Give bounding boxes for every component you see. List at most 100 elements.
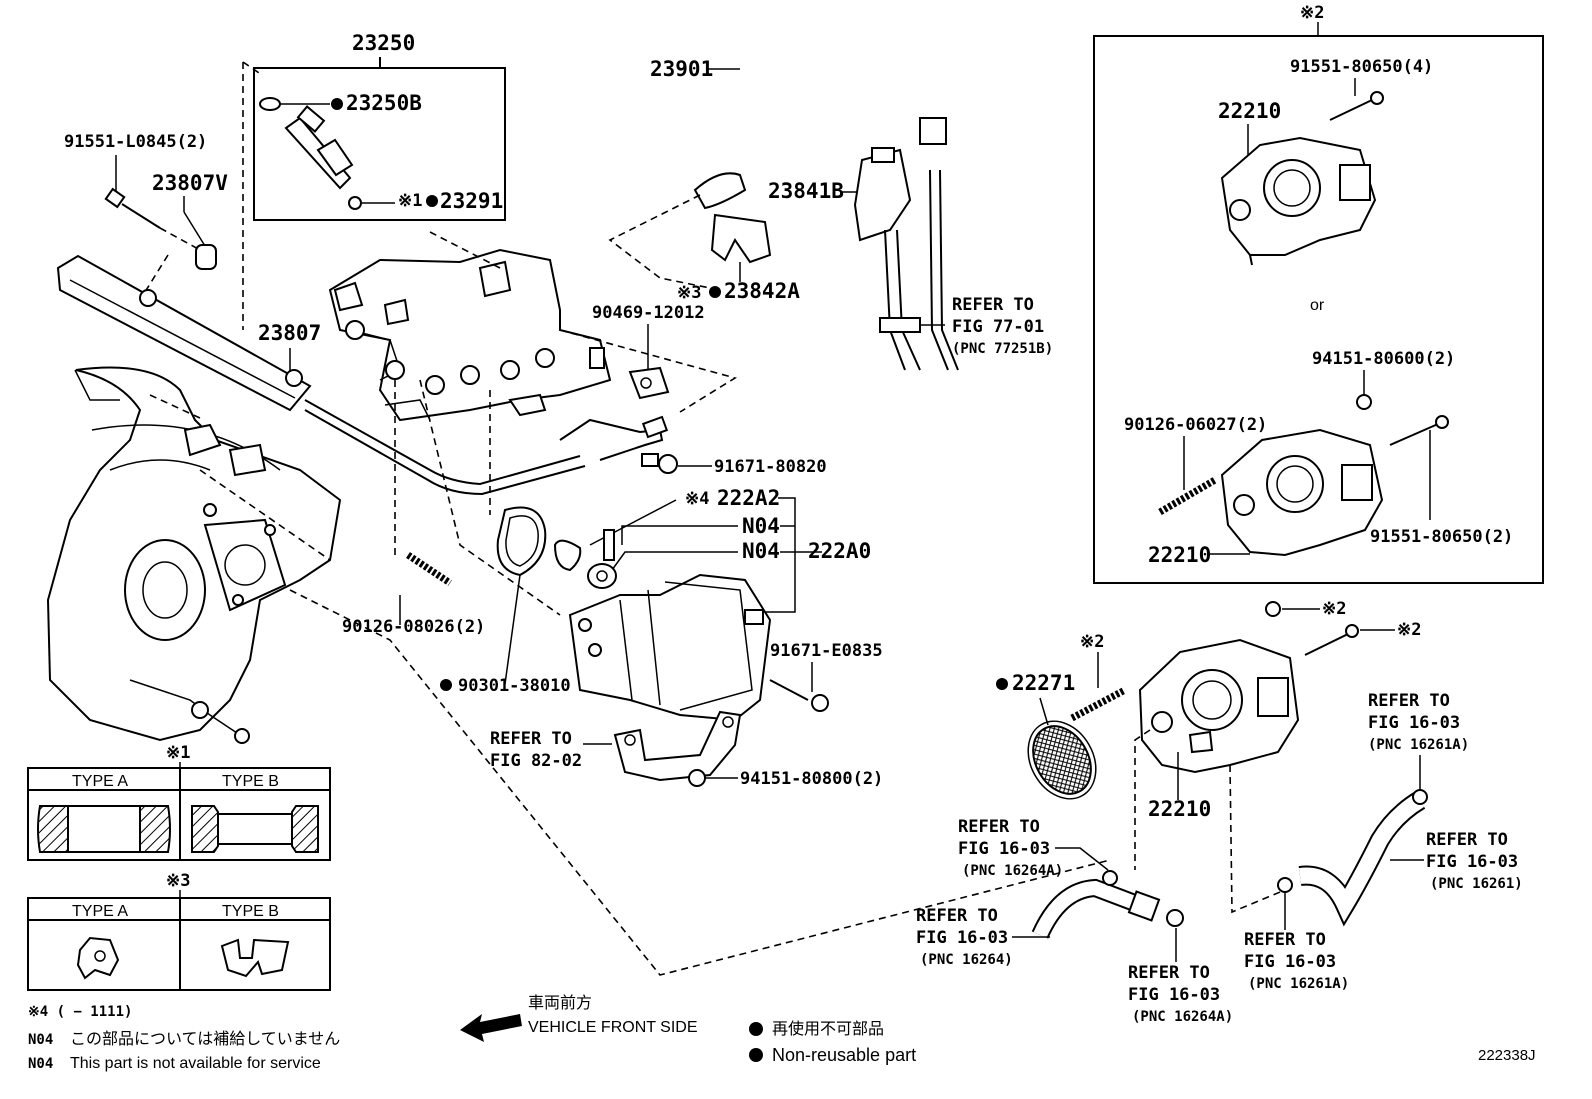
marker-1-table: ※1 xyxy=(166,743,190,763)
hose-16261 xyxy=(1277,789,1428,927)
stud-90126-06027 xyxy=(1158,476,1217,516)
seal-222A2 xyxy=(553,539,582,572)
label-90126-06027: 90126-06027(2) xyxy=(1124,415,1267,435)
bolt-91551-80650-4 xyxy=(1329,91,1384,121)
label-22271: 22271 xyxy=(1012,671,1075,695)
gasket-22271 xyxy=(1027,720,1097,800)
marker-4-222A2: ※4 xyxy=(685,489,709,509)
throttle-body-222A0 xyxy=(568,573,772,722)
o-ring xyxy=(259,97,281,111)
ref16261A-pnc: (PNC 16261A) xyxy=(1368,737,1469,753)
bracket-fig82 xyxy=(613,710,742,782)
label-22210-box-top: 22210 xyxy=(1218,99,1281,123)
label-22210-box-bot: 22210 xyxy=(1148,543,1211,567)
ref77-title: REFER TO xyxy=(952,295,1034,315)
ref16264-fig: FIG 16-03 xyxy=(916,928,1008,948)
ref77-fig: FIG 77-01 xyxy=(952,317,1044,337)
injector xyxy=(284,105,362,210)
legend-n04-jp-code: N04 xyxy=(28,1032,53,1048)
nut-94151-80600 xyxy=(1356,394,1372,410)
throttle-body-22210-bottom xyxy=(1220,428,1384,557)
marker-2-bolt: ※2 xyxy=(1397,620,1421,640)
ref16264A-pnc: (PNC 16264A) xyxy=(962,863,1063,879)
throttle-body-22210-top xyxy=(1220,136,1377,266)
table-marker3: TYPE A TYPE B xyxy=(27,897,331,991)
ref16261A-title: REFER TO xyxy=(1368,691,1450,711)
hose-23901 xyxy=(693,12,947,210)
pin-N04 xyxy=(603,529,615,561)
throttle-body-22210-main xyxy=(1138,638,1300,774)
label-23291: 23291 xyxy=(440,189,503,213)
label-23842A: 23842A xyxy=(724,279,800,303)
ref16264-pnc: (PNC 16264) xyxy=(920,952,1013,968)
injector-group: 23250 23250B ※1 23291 xyxy=(253,31,506,221)
bolt-91551-80650-2 xyxy=(1389,415,1449,446)
vsv-23841B xyxy=(853,147,959,371)
label-91671-80820: 91671-80820 xyxy=(714,457,827,477)
ref16264A-title: REFER TO xyxy=(958,817,1040,837)
ref82-fig: FIG 82-02 xyxy=(490,751,582,771)
ref16261-pnc: (PNC 16261) xyxy=(1430,876,1523,892)
table-marker1: TYPE A TYPE B xyxy=(27,767,331,861)
label-222A2: 222A2 xyxy=(717,486,780,510)
ref16261A2-title: REFER TO xyxy=(1244,930,1326,950)
sensor-N04 xyxy=(587,563,617,589)
legend-marker4-range: ※4 ( − 1111) xyxy=(28,1004,132,1020)
stud-marker2 xyxy=(1070,686,1127,722)
nonreuse-jp: 再使用不可部品 xyxy=(772,1019,884,1038)
label-94151-80800: 94151-80800(2) xyxy=(740,769,883,789)
ref16261A-fig: FIG 16-03 xyxy=(1368,713,1460,733)
ref16261-title: REFER TO xyxy=(1426,830,1508,850)
label-22210-main: 22210 xyxy=(1148,797,1211,821)
gasket-90301 xyxy=(496,506,547,577)
t1-type-b: TYPE B xyxy=(222,773,279,790)
nonreuse-dot-icon-2 xyxy=(749,1048,763,1062)
nonreuse-en: Non-reusable part xyxy=(772,1045,916,1065)
or-text: or xyxy=(1310,297,1325,314)
t3-type-a: TYPE A xyxy=(72,903,128,920)
label-23250: 23250 xyxy=(352,31,415,55)
ref16264A2-pnc: (PNC 16264A) xyxy=(1132,1009,1233,1025)
label-222A0: 222A0 xyxy=(808,539,871,563)
ref16264A2-fig: FIG 16-03 xyxy=(1128,985,1220,1005)
legend-n04-en: This part is not available for service xyxy=(70,1055,321,1072)
marker-2-box: ※2 xyxy=(1300,3,1324,23)
bolt-91671-E0835 xyxy=(769,679,829,712)
bolt-91671-80820 xyxy=(641,453,678,474)
front-arrow-icon xyxy=(460,1014,522,1042)
diagram-id: 222338J xyxy=(1478,1047,1536,1064)
clamp-90469 xyxy=(628,366,670,400)
bolt-marker2 xyxy=(1304,624,1359,656)
clip-23842A xyxy=(710,213,772,264)
bolt-91551-L0845 xyxy=(104,187,161,229)
ref77-pnc: (PNC 77251B) xyxy=(952,341,1053,357)
label-23807: 23807 xyxy=(258,321,321,345)
label-23901: 23901 xyxy=(650,57,713,81)
label-91551-80650-4: 91551-80650(4) xyxy=(1290,57,1433,77)
intake-manifold xyxy=(46,366,342,744)
nut-94151-80800 xyxy=(688,769,706,787)
label-90126-08026: 90126-08026(2) xyxy=(342,617,485,637)
ref16261-fig: FIG 16-03 xyxy=(1426,852,1518,872)
label-91551-L0845: 91551-L0845(2) xyxy=(64,132,207,152)
label-91551-80650-2: 91551-80650(2) xyxy=(1370,527,1513,547)
alt-throttle-box xyxy=(1093,35,1544,584)
ref16264-title: REFER TO xyxy=(916,906,998,926)
marker-3-23842A: ※3 xyxy=(677,283,701,303)
legend-n04-en-code: N04 xyxy=(28,1056,53,1072)
marker-2-nut: ※2 xyxy=(1322,599,1346,619)
hose-16264 xyxy=(1031,870,1184,939)
front-en: VEHICLE FRONT SIDE xyxy=(528,1019,698,1036)
marker-1-23291: ※1 xyxy=(398,191,422,211)
label-23807V: 23807V xyxy=(152,171,228,195)
nonreuse-dot-icon xyxy=(749,1022,763,1036)
front-jp: 車両前方 xyxy=(528,993,592,1012)
stud-90126-08026 xyxy=(406,552,452,586)
marker-3-table: ※3 xyxy=(166,871,190,891)
nonreusable-dot xyxy=(331,98,343,110)
label-23841B: 23841B xyxy=(768,179,844,203)
ref16261A2-fig: FIG 16-03 xyxy=(1244,952,1336,972)
label-90301-38010: 90301-38010 xyxy=(458,676,571,696)
label-23250B: 23250B xyxy=(346,91,422,115)
